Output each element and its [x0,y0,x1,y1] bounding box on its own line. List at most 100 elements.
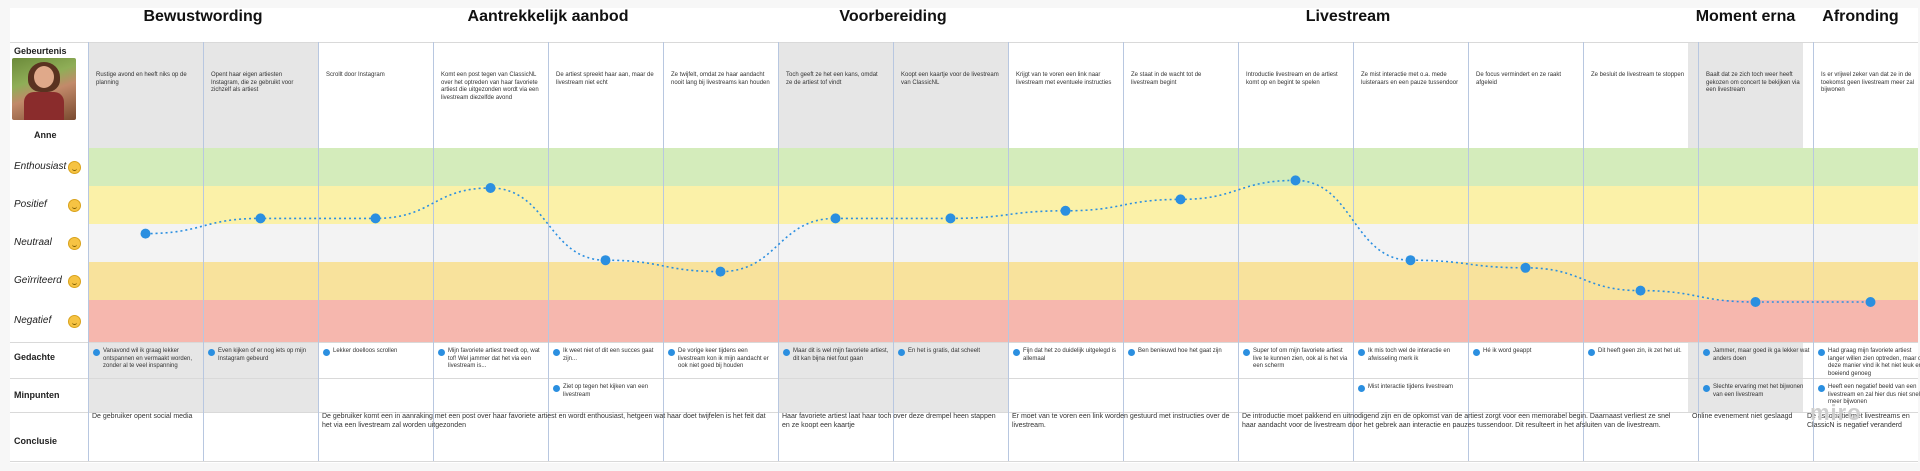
thought-bullet-icon [1243,349,1250,356]
event-card: Komt een post tegen van ClassicNL over h… [441,72,539,101]
shade-moment-erna-upper [1688,42,1803,148]
event-card: Opent haar eigen artiesten Instagram, di… [211,72,294,93]
neutral-face-icon [68,237,81,250]
thought-bullet-icon [1013,349,1020,356]
thought-bullet-icon [1588,349,1595,356]
event-card: De artiest spreekt haar aan, maar de liv… [556,72,654,86]
thought-note: De vorige keer tijdens een livestream ko… [668,348,775,371]
persona-avatar [12,58,76,120]
thought-text: Lekker doelloos scrollen [333,348,398,354]
thought-bullet-icon [1473,349,1480,356]
column-divider [88,42,89,461]
minpunt-text: Slechte ervaring met het bijwonen van ee… [1713,384,1804,398]
event-card: Ze twijfelt, omdat ze haar aandacht nooi… [671,72,770,86]
thought-bullet-icon [668,349,675,356]
band-negatief [88,300,1918,342]
phase-aantrekkelijk-aanbod: Aantrekkelijk aanbod [467,8,629,25]
event-card: Toch geeft ze het een kans, omdat ze de … [786,72,878,86]
smiley-icon [68,199,81,212]
emotion-label-neutraal: Neutraal [14,237,52,248]
band-enthousiast [88,148,1918,186]
thought-note: Super tof om mijn favoriete artiest live… [1243,348,1350,371]
thought-text: De vorige keer tijdens een livestream ko… [678,348,769,369]
thought-text: Ik weet niet of dit een succes gaat zijn… [563,348,654,362]
thought-note: Even kijken of er nog iets op mijn Insta… [208,348,315,363]
miro-watermark: miro [1810,400,1862,425]
event-card: Ze mist interactie met o.a. mede luister… [1361,72,1459,86]
phase-moment-erna: Moment erna [1695,8,1796,25]
thought-note: Had graag mijn favoriete artiest langer … [1818,348,1920,378]
thought-text: Hé ik word geappt [1483,348,1532,354]
hline-top [10,42,1918,43]
thought-text: Jammer, maar goed ik ga lekker wat ander… [1713,348,1810,362]
thought-bullet-icon [783,349,790,356]
minpunt-text: Mist interactie tijdens livestream [1368,384,1454,390]
conclusie-label: Conclusie [14,436,58,446]
column-divider [433,42,434,461]
thought-text: Super tof om mijn favoriete artiest live… [1253,348,1348,369]
column-divider [778,42,779,461]
thought-text: Vanavond wil ik graag lekker ontspannen … [103,348,193,369]
hline-gedachte [10,342,1918,343]
column-divider [1813,42,1814,461]
column-divider [1468,42,1469,461]
thought-note: Vanavond wil ik graag lekker ontspannen … [93,348,200,371]
emotion-label-positief: Positief [14,199,47,210]
thought-text: Mijn favoriete artiest treedt op, wat to… [448,348,540,369]
band-positief [88,186,1918,224]
thought-note: En het is gratis, dat scheelt [898,348,1005,356]
thought-bullet-icon [438,349,445,356]
sad-face-icon [68,315,81,328]
thought-text: En het is gratis, dat scheelt [908,348,981,354]
annoyed-face-icon [68,275,81,288]
gebeurtenis-label: Gebeurtenis [14,46,67,56]
minpunt-text: Ziet op tegen het kijken van een livestr… [563,384,649,398]
band-neutraal [88,224,1918,262]
column-divider [1583,42,1584,461]
thought-bullet-icon [898,349,905,356]
event-card: Scrollt door Instagram [326,72,385,78]
phase-livestream: Livestream [1305,8,1391,25]
hline-minpunten [10,378,1918,379]
conclusion-5: De introductie moet pakkend en uitnodige… [1242,413,1671,429]
minpunt-text: Heeft een negatief beeld van een livestr… [1828,384,1920,405]
conclusion-3: Haar favoriete artiest laat haar toch ov… [782,413,996,429]
thought-note: Fijn dat het zo duidelijk uitgelegd is a… [1013,348,1120,363]
column-divider [1123,42,1124,461]
minpunt-note: Mist interactie tijdens livestream [1358,384,1465,392]
smiley-icon [68,161,81,174]
thought-note: Ben benieuwd hoe het gaat zijn [1128,348,1235,356]
thought-bullet-icon [93,349,100,356]
conclusion-7: De associatie met livestreams en Classic… [1807,413,1910,429]
thought-text: Ik mis toch wel de interactie en afwisse… [1368,348,1451,362]
thought-bullet-icon [1358,349,1365,356]
conclusion-1: De gebruiker opent social media [92,413,193,420]
minpunt-bullet-icon [1818,385,1825,392]
event-card: Rustige avond en heeft niks op de planni… [96,72,187,86]
phase-afronding: Afronding [1822,8,1899,25]
event-card: Krijgt van te voren een link naar livest… [1016,72,1112,86]
conclusion-2: De gebruiker komt een in aanraking met e… [322,413,766,429]
thought-bullet-icon [553,349,560,356]
column-divider [1238,42,1239,461]
minpunt-bullet-icon [553,385,560,392]
thought-note: Lekker doelloos scrollen [323,348,430,356]
conclusion-6: Online evenement niet geslaagd [1692,413,1793,420]
thought-text: Dit heeft geen zin, ik zet het uit. [1598,348,1682,354]
thought-bullet-icon [208,349,215,356]
thought-text: Fijn dat het zo duidelijk uitgelegd is a… [1023,348,1117,362]
thought-note: Ik weet niet of dit een succes gaat zijn… [553,348,660,363]
thought-note: Dit heeft geen zin, ik zet het uit. [1588,348,1695,356]
conclusion-4: Er moet van te voren een link worden ges… [1012,413,1230,429]
minpunt-note: Slechte ervaring met het bijwonen van ee… [1703,384,1810,399]
event-card: Ze besluit de livestream te stoppen [1591,72,1685,78]
emotion-label-enthousiast: Enthousiast [14,161,67,172]
hline-conclusie [10,412,1918,413]
minpunt-note: Heeft een negatief beeld van een livestr… [1818,384,1920,407]
thought-bullet-icon [1818,349,1825,356]
gedachte-label: Gedachte [14,352,56,362]
column-divider [1353,42,1354,461]
event-card: De focus vermindert en ze raakt afgeleid [1476,72,1562,86]
hline-bottom [10,461,1918,462]
phase-bewustwording: Bewustwording [143,8,263,25]
